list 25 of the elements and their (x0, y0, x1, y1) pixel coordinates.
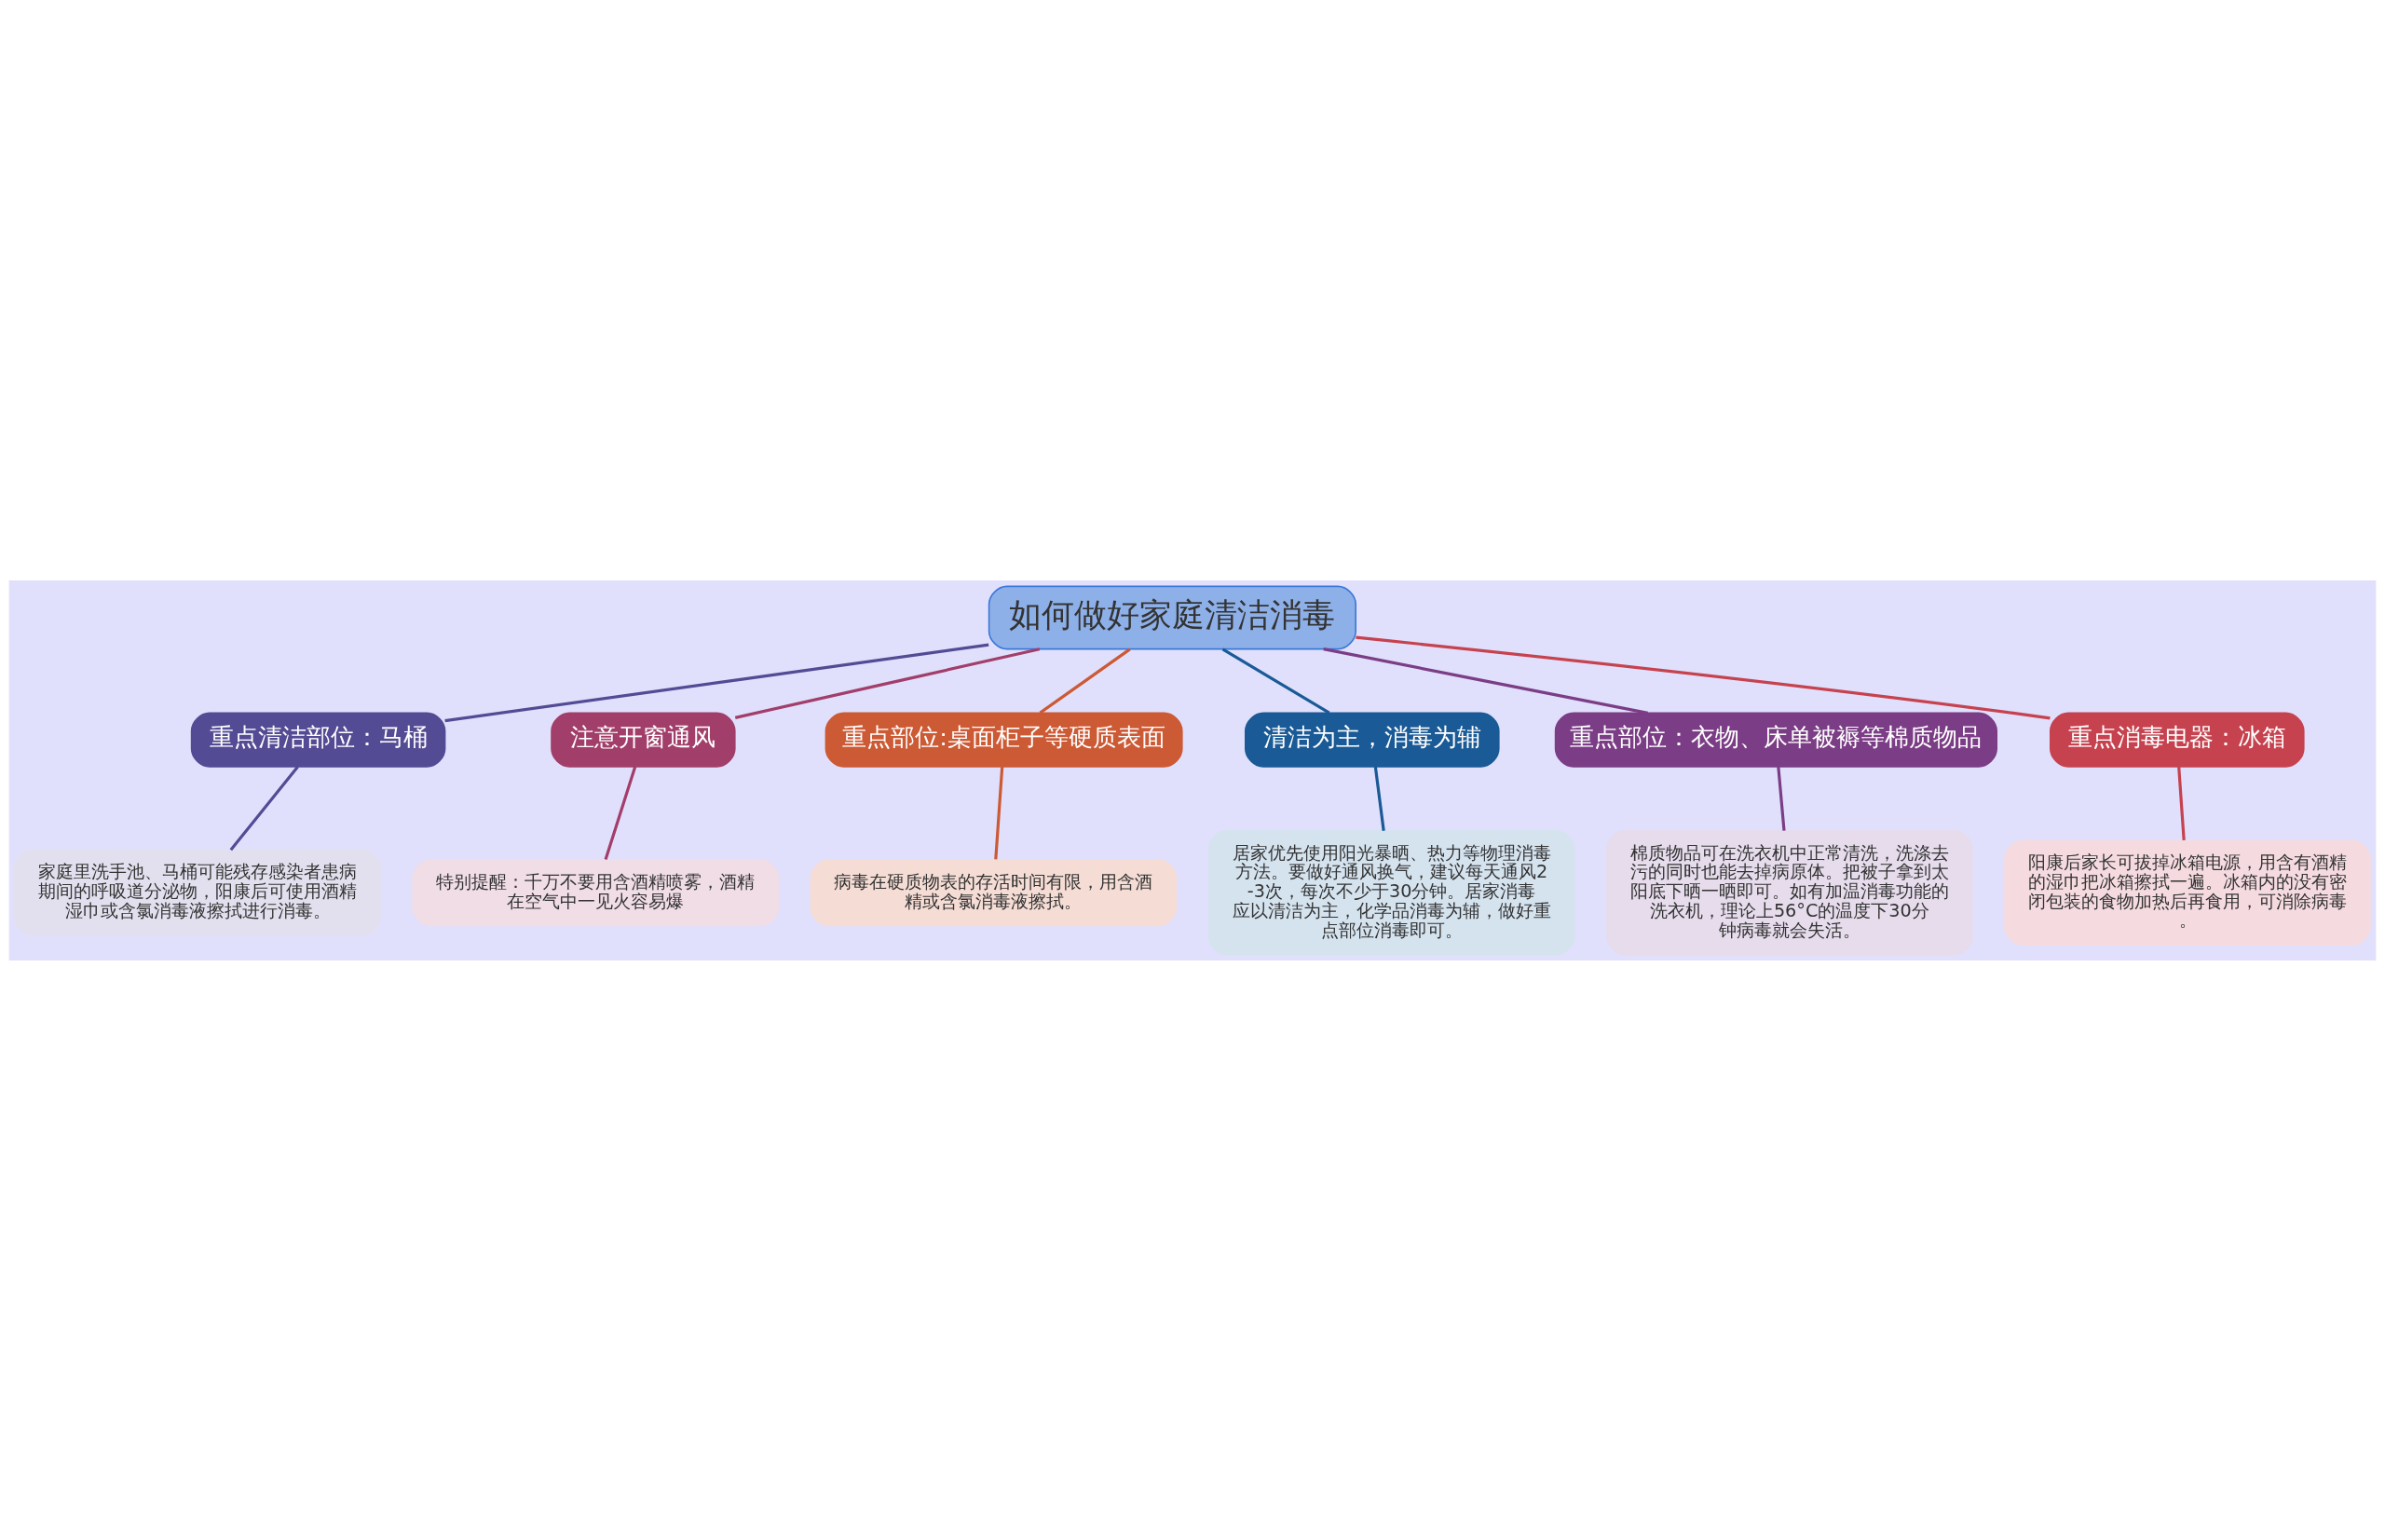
connector (604, 766, 637, 860)
node-box: 重点清洁部位：马桶 (190, 712, 446, 768)
node-box: 特别提醒：千万不要用含酒精喷雾，酒精在空气中一见火容易爆 (412, 858, 779, 926)
connector (734, 647, 1041, 719)
connector (1039, 647, 1131, 714)
connector (994, 766, 1004, 860)
node-box: 病毒在硬质物表的存活时间有限，用含酒精或含氯消毒液擦拭。 (810, 858, 1178, 926)
node-box: 如何做好家庭清洁消毒 (988, 585, 1356, 649)
connector (1323, 647, 1648, 715)
node-box: 阳康后家长可拔掉冰箱电源，用含有酒精的湿巾把冰箱擦拭一遍。冰箱内的没有密闭包装的食物加热后再食用，可消除病毒。 (2004, 838, 2371, 946)
node-box: 家庭里洗手池、马桶可能残存感染者患病期间的呼吸道分泌物，阳康后可使用酒精湿巾或含氯消毒液擦拭进行消毒。 (14, 849, 381, 936)
connector (1373, 766, 1385, 831)
connector (1777, 766, 1786, 831)
connector (1221, 647, 1330, 714)
connector (444, 643, 989, 722)
node-box: 重点部位:桌面柜子等硬质表面 (825, 712, 1183, 768)
node-box: 清洁为主，消毒为辅 (1245, 712, 1500, 768)
node-box: 重点消毒电器：冰箱 (2050, 712, 2305, 768)
node-box: 注意开窗通风 (551, 712, 736, 768)
node-box: 重点部位：衣物、床单被褥等棉质物品 (1554, 712, 1997, 768)
connector (229, 765, 299, 851)
node-box: 居家优先使用阳光暴晒、热力等物理消毒方法。要做好通风换气，建议每天通风2-3次，每次不少于30分钟。居家消毒应以清洁为主，化学品消毒为辅，做好重点部位消毒即可。 (1207, 829, 1575, 955)
node-box: 棉质物品可在洗衣机中正常清洗，洗涤去污的同时也能去掉病原体。把被子拿到太阳底下晒一晒即可。如有加温消毒功能的洗衣机，理论上56°C的温度下30分钟病毒就会失活。 (1606, 829, 1973, 955)
connector (1356, 635, 2051, 720)
connector (2177, 766, 2186, 840)
